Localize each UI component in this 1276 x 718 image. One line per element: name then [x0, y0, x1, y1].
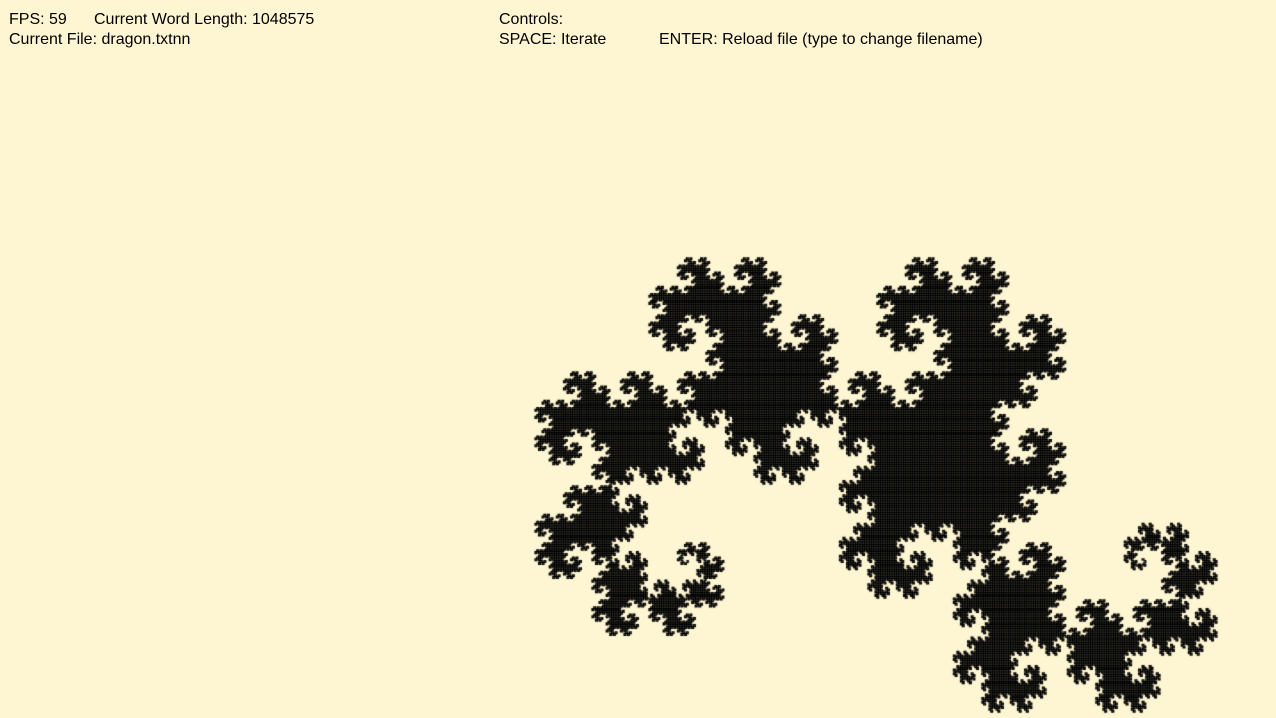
control-enter-hint: ENTER: Reload file (type to change filen…: [659, 31, 983, 48]
current-file-input[interactable]: Current File: dragon.txtnn: [9, 31, 191, 48]
control-space-hint: SPACE: Iterate: [499, 31, 607, 48]
fps-counter: FPS: 59: [9, 11, 67, 28]
word-length-readout: Current Word Length: 1048575: [94, 11, 315, 28]
controls-header: Controls:: [499, 11, 564, 28]
hud-overlay: FPS: 59 Current Word Length: 1048575 Cur…: [0, 0, 1276, 60]
